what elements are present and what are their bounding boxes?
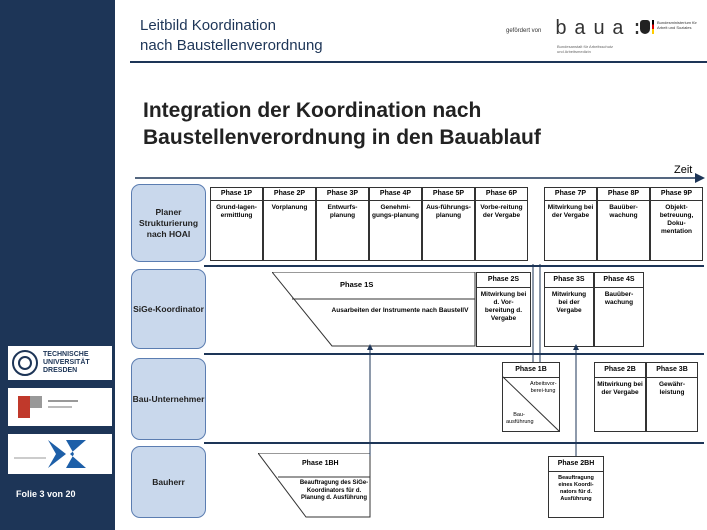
institute-logo xyxy=(8,388,112,426)
slide-title-line2: Baustellenverordnung in den Bauablauf xyxy=(143,126,541,149)
phase-4p: Phase 4P Genehmi-gungs-planung xyxy=(369,187,422,261)
phase-2p-desc: Vorplanung xyxy=(271,204,308,211)
phase-9p-desc: Objekt-betreuung, Doku-mentation xyxy=(659,204,694,235)
phase-5p-title: Phase 5P xyxy=(423,188,474,201)
role-sige-koordinator: SiGe-Koordinator xyxy=(131,269,206,349)
phase-2bh: Phase 2BH Beauftragung eines Koordi-nato… xyxy=(548,456,604,518)
header-divider xyxy=(130,61,707,63)
phase-2s-title: Phase 2S xyxy=(477,273,530,288)
flag-stripe xyxy=(652,20,654,34)
lane-line-bau xyxy=(204,442,704,444)
phase-6p-title: Phase 6P xyxy=(476,188,527,201)
phase-1p-title: Phase 1P xyxy=(211,188,262,201)
slide-title-line1: Integration der Koordination nach xyxy=(143,99,482,122)
phase-6p: Phase 6P Vorbe-reitung der Vergabe xyxy=(475,187,528,261)
phase-8p-title: Phase 8P xyxy=(598,188,649,201)
phase-3p-desc: Entwurfs-planung xyxy=(327,204,358,219)
phase-7p: Phase 7P Mitwirkung bei der Vergabe xyxy=(544,187,597,261)
phase-1p-desc: Grund-lagen-ermittlung xyxy=(216,204,257,219)
phase-1b-diagonal xyxy=(502,376,560,432)
baua-subtitle: Bundesanstalt für Arbeitsschutz und Arbe… xyxy=(557,44,614,54)
phase-4p-desc: Genehmi-gungs-planung xyxy=(372,204,419,219)
sponsor-label: gefördert von xyxy=(506,28,542,34)
phase-1s-desc: Ausarbeiten der Instrumente nach Baustel… xyxy=(331,307,469,314)
header-title-line2: nach Baustellenverordnung xyxy=(140,37,323,54)
time-label: Zeit xyxy=(674,164,693,176)
phase-9p: Phase 9P Objekt-betreuung, Doku-mentatio… xyxy=(650,187,703,261)
header-title: Leitbild Koordination nach Baustellenver… xyxy=(140,16,323,56)
phase-1bh-title: Phase 1BH xyxy=(302,460,339,467)
tu-dresden-logo: TECHNISCHE UNIVERSITÄT DRESDEN xyxy=(8,346,112,380)
phase-2bh-desc: Beauftragung eines Koordi-nators für d. … xyxy=(558,475,594,502)
planer-phases: Phase 1P Grund-lagen-ermittlung Phase 2P… xyxy=(210,187,703,261)
phase-7p-desc: Mitwirkung bei der Vergabe xyxy=(547,204,594,219)
phase-1b: Phase 1B xyxy=(502,362,560,432)
role-bau-unternehmer: Bau-Unternehmer xyxy=(131,358,206,440)
partner-logo xyxy=(8,434,112,474)
phase-2p-title: Phase 2P xyxy=(264,188,315,201)
sk-logo-icon xyxy=(14,440,86,468)
phase-1s-title: Phase 1S xyxy=(340,280,374,289)
phase-2p: Phase 2P Vorplanung xyxy=(263,187,316,261)
phase-1b-title: Phase 1B xyxy=(503,363,559,378)
tu-logo-text: TECHNISCHE UNIVERSITÄT DRESDEN xyxy=(43,351,90,374)
phase-1b-desc-bottom: Bau-ausführung xyxy=(506,412,534,425)
phase-2b-title: Phase 2B xyxy=(595,363,645,378)
phase-5p: Phase 5P Aus-führungs-planung xyxy=(422,187,475,261)
phase-1bh-shape xyxy=(258,453,371,518)
phase-8p: Phase 8P Bauüber-wachung xyxy=(597,187,650,261)
lane-line-planer xyxy=(204,265,704,267)
phase-3s-desc: Mitwirkung bei der Vergabe xyxy=(551,291,587,314)
role-bauherr: Bauherr xyxy=(131,446,206,518)
phase-1b-desc-top: Arbeitsvor-berei-tung xyxy=(530,381,557,394)
phase-2b: Phase 2B Mitwirkung bei der Vergabe xyxy=(594,362,646,432)
phase-5p-desc: Aus-führungs-planung xyxy=(426,204,471,219)
phase-6p-desc: Vorbe-reitung der Vergabe xyxy=(480,204,523,219)
phase-3b: Phase 3B Gewähr-leistung xyxy=(646,362,698,432)
phase-1p: Phase 1P Grund-lagen-ermittlung xyxy=(210,187,263,261)
slide-title: Integration der Koordination nach Bauste… xyxy=(143,97,541,151)
phase-2s-desc: Mitwirkung bei d. Vor-bereitung d. Verga… xyxy=(480,291,527,322)
phase-1s-shape xyxy=(272,272,476,347)
slide-counter: Folie 3 von 20 xyxy=(16,489,76,499)
phase-4s-desc: Bauüber-wachung xyxy=(604,291,634,306)
phase-4s-title: Phase 4S xyxy=(595,273,643,288)
phase-8p-desc: Bauüber-wachung xyxy=(609,204,638,219)
eagle-icon xyxy=(640,20,650,34)
phase-4p-title: Phase 4P xyxy=(370,188,421,201)
phase-3s-title: Phase 3S xyxy=(545,273,593,288)
phase-3p-title: Phase 3P xyxy=(317,188,368,201)
role-planer: Planer Strukturierung nach HOAI xyxy=(131,184,206,262)
phase-2bh-title: Phase 2BH xyxy=(549,457,603,472)
phase-3p: Phase 3P Entwurfs-planung xyxy=(316,187,369,261)
tu-seal-icon xyxy=(12,350,38,376)
lane-line-sige xyxy=(204,353,704,355)
phase-3b-title: Phase 3B xyxy=(647,363,697,378)
phase-2b-desc: Mitwirkung bei der Vergabe xyxy=(597,381,643,396)
phase-1bh-desc: Beauftragung des SiGe-Koordinators für d… xyxy=(299,480,369,501)
phase-3s: Phase 3S Mitwirkung bei der Vergabe xyxy=(544,272,594,347)
time-arrow xyxy=(135,173,705,183)
ministry-label: Bundesministerium für Arbeit und Soziale… xyxy=(657,20,697,30)
phase-7p-title: Phase 7P xyxy=(545,188,596,201)
phase-3b-desc: Gewähr-leistung xyxy=(658,381,685,396)
phase-4s: Phase 4S Bauüber-wachung xyxy=(594,272,644,347)
header-title-line1: Leitbild Koordination xyxy=(140,17,276,34)
baua-logo: baua: xyxy=(555,18,651,41)
phase-9p-title: Phase 9P xyxy=(651,188,702,201)
phase-2s: Phase 2S Mitwirkung bei d. Vor-bereitung… xyxy=(476,272,531,347)
